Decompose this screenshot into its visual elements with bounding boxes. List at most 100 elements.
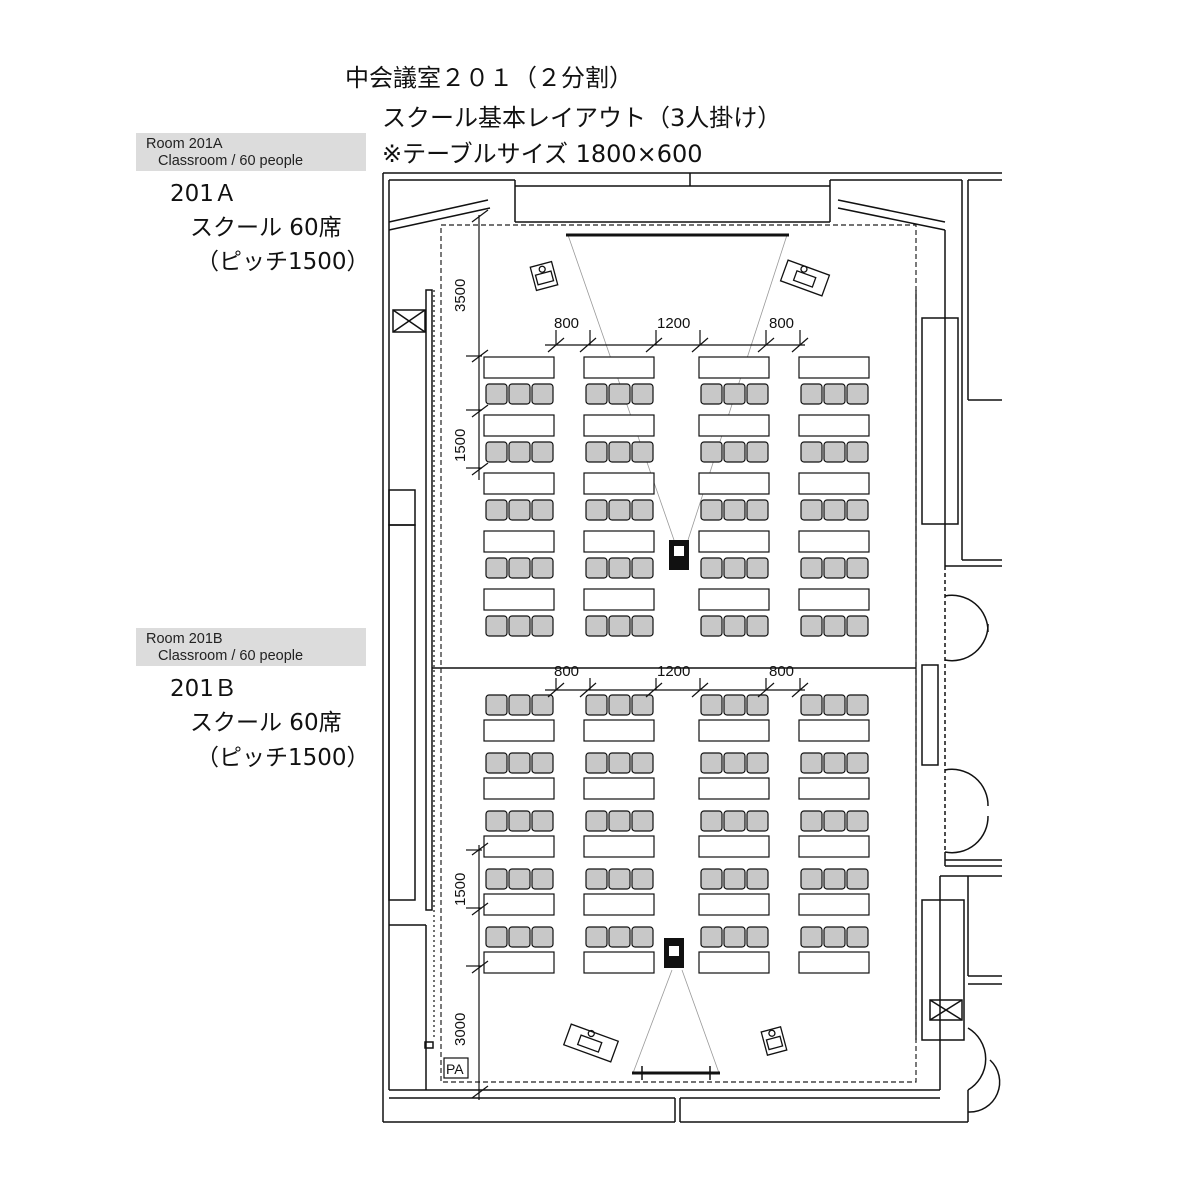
dim-b-back: 3000 xyxy=(452,1013,469,1046)
chair xyxy=(800,694,823,716)
chair xyxy=(608,383,631,405)
chair xyxy=(585,810,608,832)
table xyxy=(698,777,770,800)
dim-a-pitch: 1500 xyxy=(452,429,469,462)
chair xyxy=(700,383,723,405)
chair xyxy=(846,752,869,774)
chair xyxy=(700,926,723,948)
table xyxy=(798,414,870,437)
chair xyxy=(723,810,746,832)
chair xyxy=(531,557,554,579)
podium-b-right xyxy=(760,1026,788,1056)
room-b-tag-title: Room 201B xyxy=(146,631,223,647)
chair xyxy=(800,499,823,521)
table xyxy=(583,414,655,437)
projector-b xyxy=(664,938,684,968)
chair xyxy=(846,926,869,948)
chair xyxy=(823,557,846,579)
furniture-layout xyxy=(483,356,870,974)
table xyxy=(483,414,555,437)
dim-b-center-gap: 1200 xyxy=(657,663,690,680)
chair xyxy=(723,441,746,463)
chair xyxy=(631,752,654,774)
chair xyxy=(485,383,508,405)
pa-box xyxy=(443,1057,469,1079)
chair xyxy=(608,868,631,890)
table xyxy=(698,530,770,553)
chair xyxy=(823,752,846,774)
chair xyxy=(508,383,531,405)
table xyxy=(798,530,870,553)
room-a-seating: スクール 60席 xyxy=(190,215,342,241)
table xyxy=(583,472,655,495)
chair xyxy=(485,926,508,948)
chair xyxy=(608,926,631,948)
chair xyxy=(585,499,608,521)
chair xyxy=(531,441,554,463)
chair xyxy=(631,499,654,521)
chair xyxy=(631,868,654,890)
chair xyxy=(631,810,654,832)
table xyxy=(483,472,555,495)
table xyxy=(583,893,655,916)
chair xyxy=(823,441,846,463)
chair xyxy=(508,441,531,463)
chair xyxy=(531,810,554,832)
chair xyxy=(485,694,508,716)
dim-b-right-gap: 800 xyxy=(769,663,794,680)
table xyxy=(798,951,870,974)
podium-b-left xyxy=(562,1023,620,1063)
table xyxy=(583,530,655,553)
chair xyxy=(846,499,869,521)
chair xyxy=(823,694,846,716)
table xyxy=(483,893,555,916)
chair xyxy=(585,557,608,579)
podium-a-right xyxy=(779,259,831,297)
layout-subtitle: スクール基本レイアウト（3人掛け） xyxy=(382,104,782,132)
dim-a-center-gap: 1200 xyxy=(657,315,690,332)
chair xyxy=(585,441,608,463)
chair xyxy=(631,926,654,948)
chair xyxy=(746,752,769,774)
chair xyxy=(608,810,631,832)
table xyxy=(698,835,770,858)
chair xyxy=(508,810,531,832)
chair xyxy=(700,810,723,832)
chair xyxy=(700,499,723,521)
chair xyxy=(585,694,608,716)
chair xyxy=(608,694,631,716)
table xyxy=(798,719,870,742)
pa-label: PA xyxy=(446,1061,464,1077)
chair xyxy=(800,383,823,405)
chair xyxy=(531,752,554,774)
chair xyxy=(846,441,869,463)
chair xyxy=(531,694,554,716)
room-b-tag-capacity: Classroom / 60 people xyxy=(158,648,304,664)
chair xyxy=(608,615,631,637)
chair xyxy=(823,615,846,637)
chair xyxy=(723,499,746,521)
table xyxy=(798,893,870,916)
screen-b xyxy=(632,1066,720,1080)
dim-a-front: 3500 xyxy=(452,279,469,312)
page-title: 中会議室２０１（２分割） xyxy=(345,64,633,92)
dim-a-left-gap: 800 xyxy=(554,315,579,332)
chair xyxy=(800,615,823,637)
table xyxy=(583,951,655,974)
chair xyxy=(800,441,823,463)
table-size-note: ※テーブルサイズ 1800×600 xyxy=(382,140,703,168)
room-b-pitch: （ピッチ1500） xyxy=(196,745,370,771)
dim-b-left-gap: 800 xyxy=(554,663,579,680)
chair xyxy=(631,383,654,405)
room-boundary xyxy=(440,224,917,1083)
chair xyxy=(723,752,746,774)
chair xyxy=(485,499,508,521)
dimension-lines xyxy=(466,209,809,1100)
podium-a-left xyxy=(529,260,559,292)
chair xyxy=(746,810,769,832)
projector-a xyxy=(669,540,689,570)
chair xyxy=(531,383,554,405)
chair xyxy=(531,615,554,637)
chair xyxy=(608,752,631,774)
chair xyxy=(700,441,723,463)
